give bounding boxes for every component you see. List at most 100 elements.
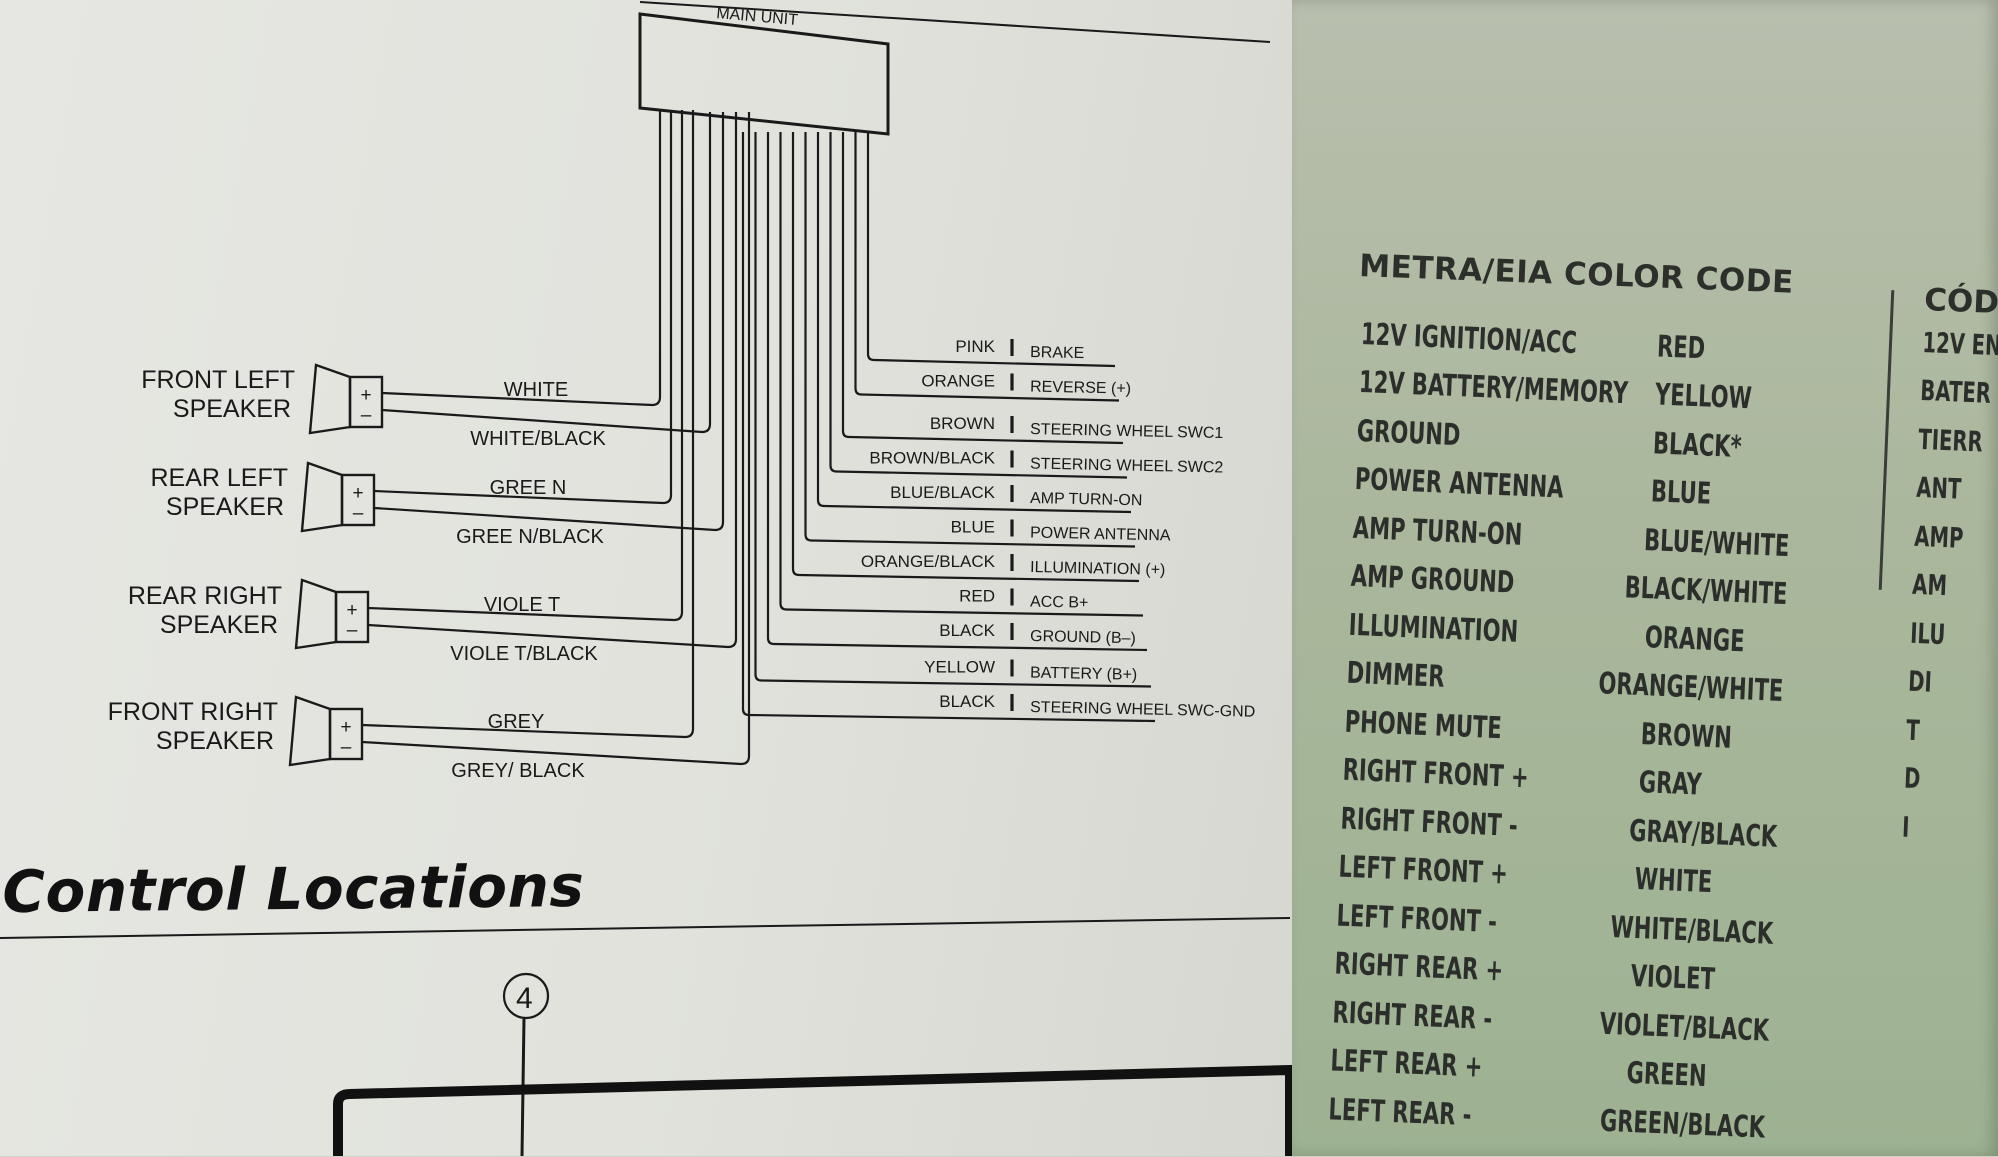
- harness-wire: [829, 132, 1128, 479]
- color-code-function: LEFT REAR -: [1327, 1092, 1473, 1134]
- wire-function-label: ILLUMINATION (+): [1030, 559, 1166, 579]
- spanish-column-cell: AM: [1911, 567, 1948, 603]
- harness-wire: [779, 132, 1144, 617]
- wire-function-label: BATTERY (B+): [1030, 665, 1137, 684]
- harness-wire: [754, 132, 1152, 688]
- callout-circle: [502, 972, 550, 1020]
- speaker-plus-wire-label: GREE N: [490, 477, 567, 499]
- speaker-terminal-block: [334, 590, 370, 644]
- speaker-plus-wire: [367, 110, 684, 622]
- speaker-minus-wire: [373, 112, 725, 532]
- color-code-function: LEFT FRONT +: [1337, 849, 1509, 892]
- harness-wire: [766, 132, 1148, 652]
- wire-color-label: ORANGE: [921, 372, 995, 391]
- terminal-minus: –: [341, 737, 352, 758]
- color-code-function: ILLUMINATION: [1348, 607, 1519, 650]
- spanish-column-cell: TIERR: [1917, 422, 1984, 459]
- wire-color-label: YELLOW: [924, 658, 995, 677]
- spanish-column-cell: AMP: [1913, 519, 1965, 555]
- speaker-terminal-block: [340, 473, 376, 527]
- wire-function-label: GROUND (B–): [1030, 628, 1136, 647]
- speaker-name-line2: SPEAKER: [173, 395, 291, 423]
- color-code-color: VIOLET/BLACK: [1599, 1006, 1770, 1049]
- speaker-name-line2: SPEAKER: [156, 727, 274, 755]
- color-code-color: BROWN: [1640, 716, 1733, 756]
- wire-color-label: BROWN: [930, 414, 995, 433]
- terminal-minus: –: [347, 620, 358, 641]
- color-code-function: AMP TURN-ON: [1352, 510, 1523, 553]
- color-code-function: RIGHT REAR +: [1333, 946, 1504, 989]
- color-code-function: 12V BATTERY/MEMORY: [1358, 365, 1629, 412]
- color-code-function: RIGHT FRONT -: [1339, 801, 1519, 844]
- speaker-name-line2: SPEAKER: [160, 611, 278, 639]
- color-code-color: RED: [1656, 329, 1706, 367]
- color-code-color: VIOLET: [1629, 959, 1716, 998]
- terminal-plus: +: [360, 385, 371, 406]
- head-unit-bezel: [333, 1064, 1295, 1156]
- speaker-name-line1: FRONT RIGHT: [108, 698, 278, 726]
- color-code-color: BLACK/WHITE: [1624, 570, 1788, 613]
- color-code-color: BLUE/WHITE: [1643, 522, 1791, 564]
- wire-function-label: AMP TURN-ON: [1030, 490, 1143, 509]
- terminal-plus: +: [352, 483, 363, 504]
- color-code-color: BLUE: [1650, 474, 1712, 513]
- speaker-name-line2: SPEAKER: [166, 493, 284, 521]
- speaker-cone-icon: [308, 363, 352, 435]
- harness-wire: [866, 132, 1116, 368]
- speaker-plus-wire: [373, 110, 673, 505]
- wire-color-label: BLUE: [951, 518, 995, 537]
- wire-color-label: BLACK: [939, 621, 995, 640]
- speaker-plus-wire-label: WHITE: [504, 379, 568, 401]
- color-code-color: GRAY: [1638, 765, 1703, 803]
- speaker-minus-wire: [381, 112, 712, 434]
- spanish-column-cell: DI: [1907, 664, 1933, 699]
- spanish-column-cell: ILU: [1909, 616, 1946, 651]
- speaker-plus-wire: [361, 110, 695, 739]
- wire-function-label: REVERSE (+): [1030, 379, 1131, 398]
- speaker-name-line1: FRONT LEFT: [141, 366, 295, 394]
- manual-page: [0, 0, 1298, 1156]
- speaker-cone-icon: [294, 578, 338, 650]
- color-code-function: RIGHT REAR -: [1331, 995, 1493, 1037]
- speaker-cone-icon: [288, 695, 332, 767]
- harness-wire: [854, 132, 1120, 402]
- color-code-color: GREEN: [1625, 1056, 1708, 1095]
- color-code-color: WHITE/BLACK: [1609, 909, 1774, 952]
- speaker-minus-wire: [367, 112, 738, 649]
- color-code-function: POWER ANTENNA: [1354, 462, 1565, 506]
- harness-wire: [841, 132, 1124, 445]
- wire-color-label: BLACK: [939, 692, 995, 711]
- spanish-column-title: CÓD: [1923, 282, 1998, 322]
- section-rule: [0, 917, 1291, 939]
- spanish-column-cell: T: [1905, 713, 1921, 747]
- color-code-function: AMP GROUND: [1350, 559, 1515, 601]
- color-code-function: LEFT FRONT -: [1335, 898, 1498, 940]
- wire-function-label: BRAKE: [1030, 344, 1085, 362]
- speaker-minus-wire-label: GREE N/BLACK: [456, 526, 604, 548]
- speaker-plus-wire-label: VIOLE T: [484, 594, 560, 616]
- color-code-function: RIGHT FRONT +: [1341, 752, 1530, 796]
- speaker-minus-wire-label: VIOLE T/BLACK: [450, 643, 598, 665]
- spanish-column-cell: I: [1901, 810, 1911, 844]
- wire-function-label: STEERING WHEEL SWC-GND: [1030, 699, 1256, 721]
- wire-color-label: BROWN/BLACK: [869, 449, 995, 468]
- speaker-plus-wire: [381, 110, 662, 407]
- section-heading-control-locations: Control Locations: [2, 851, 585, 926]
- color-code-function: PHONE MUTE: [1344, 704, 1503, 746]
- color-code-function: GROUND: [1356, 413, 1462, 453]
- speaker-cone-icon: [300, 461, 344, 533]
- speaker-terminal-block: [328, 707, 364, 761]
- terminal-plus: +: [346, 600, 357, 621]
- speaker-minus-wire-label: GREY/ BLACK: [451, 760, 585, 782]
- color-code-color: WHITE: [1634, 862, 1713, 901]
- spanish-column-cell: D: [1903, 761, 1922, 796]
- speaker-minus-wire: [361, 112, 751, 766]
- color-code-function: 12V IGNITION/ACC: [1360, 316, 1578, 361]
- harness-wire: [791, 132, 1140, 583]
- terminal-plus: +: [340, 717, 351, 738]
- main-unit-box: [638, 12, 890, 136]
- color-code-color: GRAY/BLACK: [1628, 813, 1778, 855]
- speaker-name-line1: REAR RIGHT: [128, 582, 282, 610]
- wire-function-label: ACC B+: [1030, 594, 1089, 612]
